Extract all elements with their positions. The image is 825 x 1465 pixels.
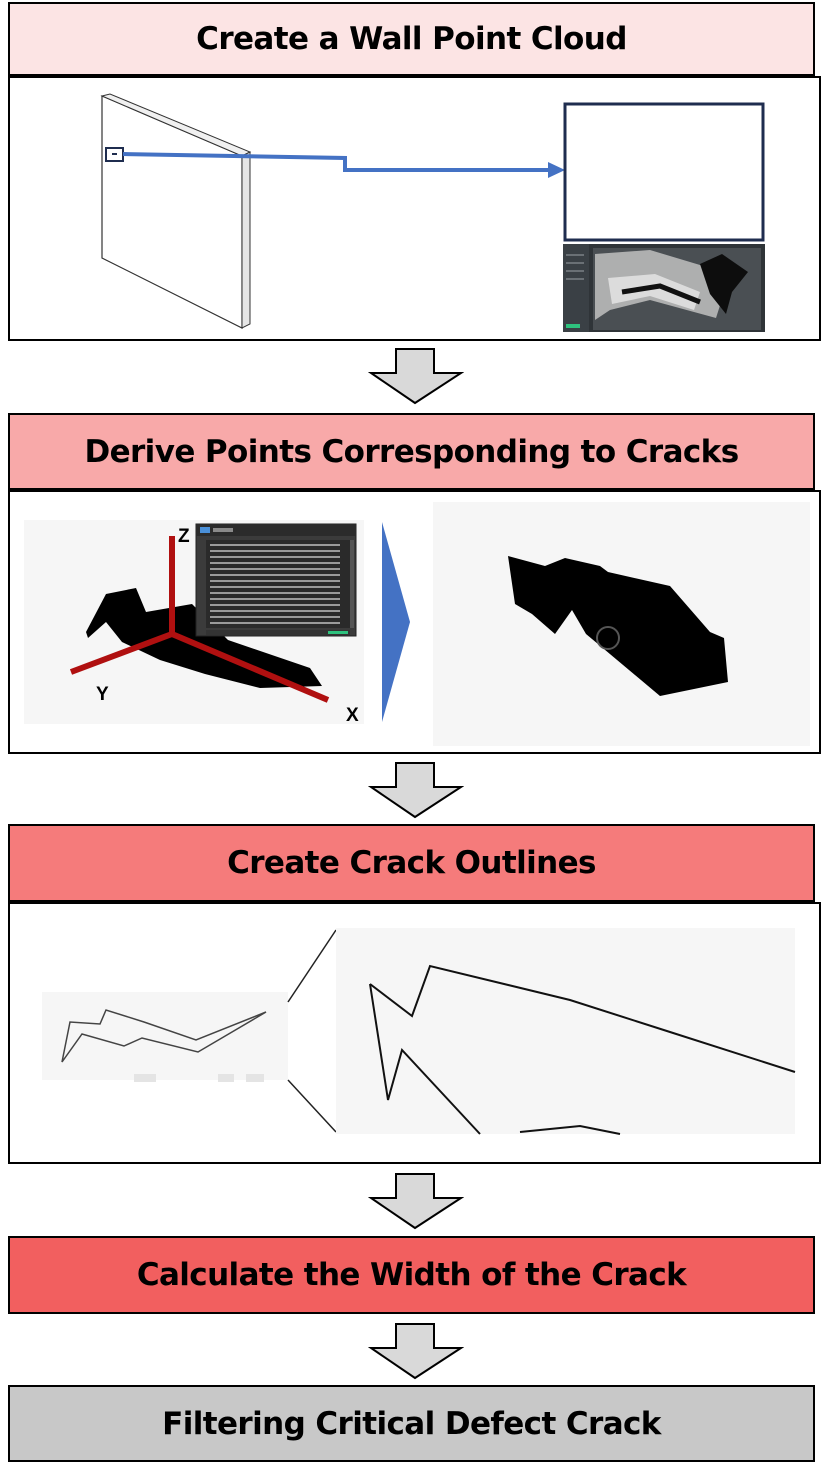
step-2-header: Derive Points Corresponding to Cracks	[8, 413, 815, 490]
y-axis	[69, 631, 174, 675]
step-1-header: Create a Wall Point Cloud	[8, 2, 815, 76]
zoom-line-bottom	[287, 1079, 337, 1133]
crack-point-cloud-3d	[86, 588, 322, 688]
step-5-label: Filtering Critical Defect Crack	[162, 1405, 661, 1442]
step-1-panel	[8, 76, 821, 341]
x-axis-label: X	[346, 705, 359, 726]
zoom-frame	[563, 102, 765, 242]
connector-arrowhead	[548, 162, 565, 178]
zoom-line-top	[287, 929, 337, 1003]
step-4-label: Calculate the Width of the Crack	[136, 1257, 687, 1293]
point-cloud-viewer-screenshot	[563, 244, 765, 332]
step-2-label: Derive Points Corresponding to Cracks	[84, 433, 739, 470]
flow-arrow-2	[368, 762, 464, 819]
flow-arrow-4	[368, 1323, 464, 1380]
step-3-panel	[8, 902, 821, 1164]
step-4-header: Calculate the Width of the Crack	[8, 1236, 815, 1314]
wall-point-cloud-illustration	[100, 93, 765, 332]
crack-outline-illustration	[42, 928, 796, 1135]
step-3-label: Create Crack Outlines	[227, 845, 596, 881]
x-axis	[170, 631, 330, 703]
flow-arrow-3	[368, 1173, 464, 1230]
z-axis-label: Z	[178, 526, 190, 547]
connector-line	[122, 152, 550, 172]
crack-outline-overview	[61, 1009, 267, 1063]
step-1-label: Create a Wall Point Cloud	[196, 21, 627, 57]
coordinates-console-window	[195, 523, 357, 637]
crack-outline-detail-upper	[369, 964, 796, 1073]
outline-detail-background	[336, 928, 795, 1134]
y-axis-label: Y	[96, 684, 109, 705]
extracted-crack-shape	[508, 556, 728, 696]
outline-overview-background	[42, 992, 288, 1080]
crack-outline-detail-lower	[369, 983, 481, 1135]
transition-chevron	[382, 522, 410, 722]
crack-outline-detail-bottom	[519, 1124, 621, 1135]
wall-slab	[100, 93, 252, 329]
flow-arrow-1	[368, 348, 464, 405]
step-2-panel: Z Y X	[8, 490, 821, 754]
step-3-header: Create Crack Outlines	[8, 824, 815, 902]
crack-highlight-circle	[596, 626, 620, 650]
crack-points-illustration	[24, 502, 810, 746]
step-5-header: Filtering Critical Defect Crack	[8, 1385, 815, 1462]
